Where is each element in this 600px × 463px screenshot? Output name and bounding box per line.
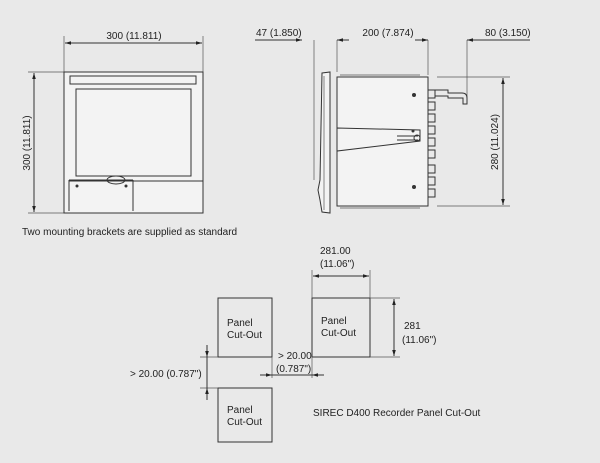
cutout-top-left	[217, 297, 273, 358]
cutout-height-in: (11.06")	[402, 335, 437, 346]
cutout-label: Panel	[321, 316, 347, 327]
horizontal-gap-in: (0.787")	[276, 364, 311, 375]
body-depth-label: 200 (7.874)	[362, 28, 413, 39]
door-latch	[106, 175, 126, 185]
vertical-gap-label: > 20.00 (0.787")	[130, 369, 202, 380]
cable-gland	[435, 89, 468, 105]
horizontal-gap-mm: > 20.00	[278, 351, 312, 362]
mounting-bracket	[336, 127, 421, 152]
cutout-bottom-left	[217, 387, 273, 443]
front-caption: Two mounting brackets are supplied as st…	[22, 227, 237, 238]
cutout-width-mm: 281.00	[320, 246, 351, 257]
connectors	[427, 89, 436, 198]
cable-clearance-label: 80 (3.150)	[485, 28, 531, 39]
bezel-depth-label: 47 (1.850)	[256, 28, 302, 39]
cutout-label: Panel	[227, 405, 253, 416]
top-strip	[69, 75, 197, 85]
cutout-height-mm: 281	[404, 321, 421, 332]
side-view: 47 (1.850) 200 (7.874) 80 (3.150) 280 (	[255, 28, 531, 214]
front-view: 300 (11.811) 300 (11.811) Two mounting b…	[22, 31, 237, 238]
front-width-label: 300 (11.811)	[106, 31, 161, 42]
front-height-label: 300 (11.811)	[22, 115, 33, 170]
cutout-label: Panel	[227, 318, 253, 329]
cutout-caption: SIREC D400 Recorder Panel Cut-Out	[313, 408, 481, 419]
cutout-label: Cut-Out	[227, 330, 262, 341]
cutout-label: Cut-Out	[321, 328, 356, 339]
side-height-label: 280 (11.024)	[490, 114, 501, 170]
display-screen	[75, 88, 192, 177]
cutout-label: Cut-Out	[227, 417, 262, 428]
cutout-width-in: (11.06")	[320, 259, 355, 270]
panel-cutout-diagram: Panel Cut-Out Panel Cut-Out Panel Cut-Ou…	[130, 246, 481, 443]
cutout-top-right	[311, 297, 371, 358]
